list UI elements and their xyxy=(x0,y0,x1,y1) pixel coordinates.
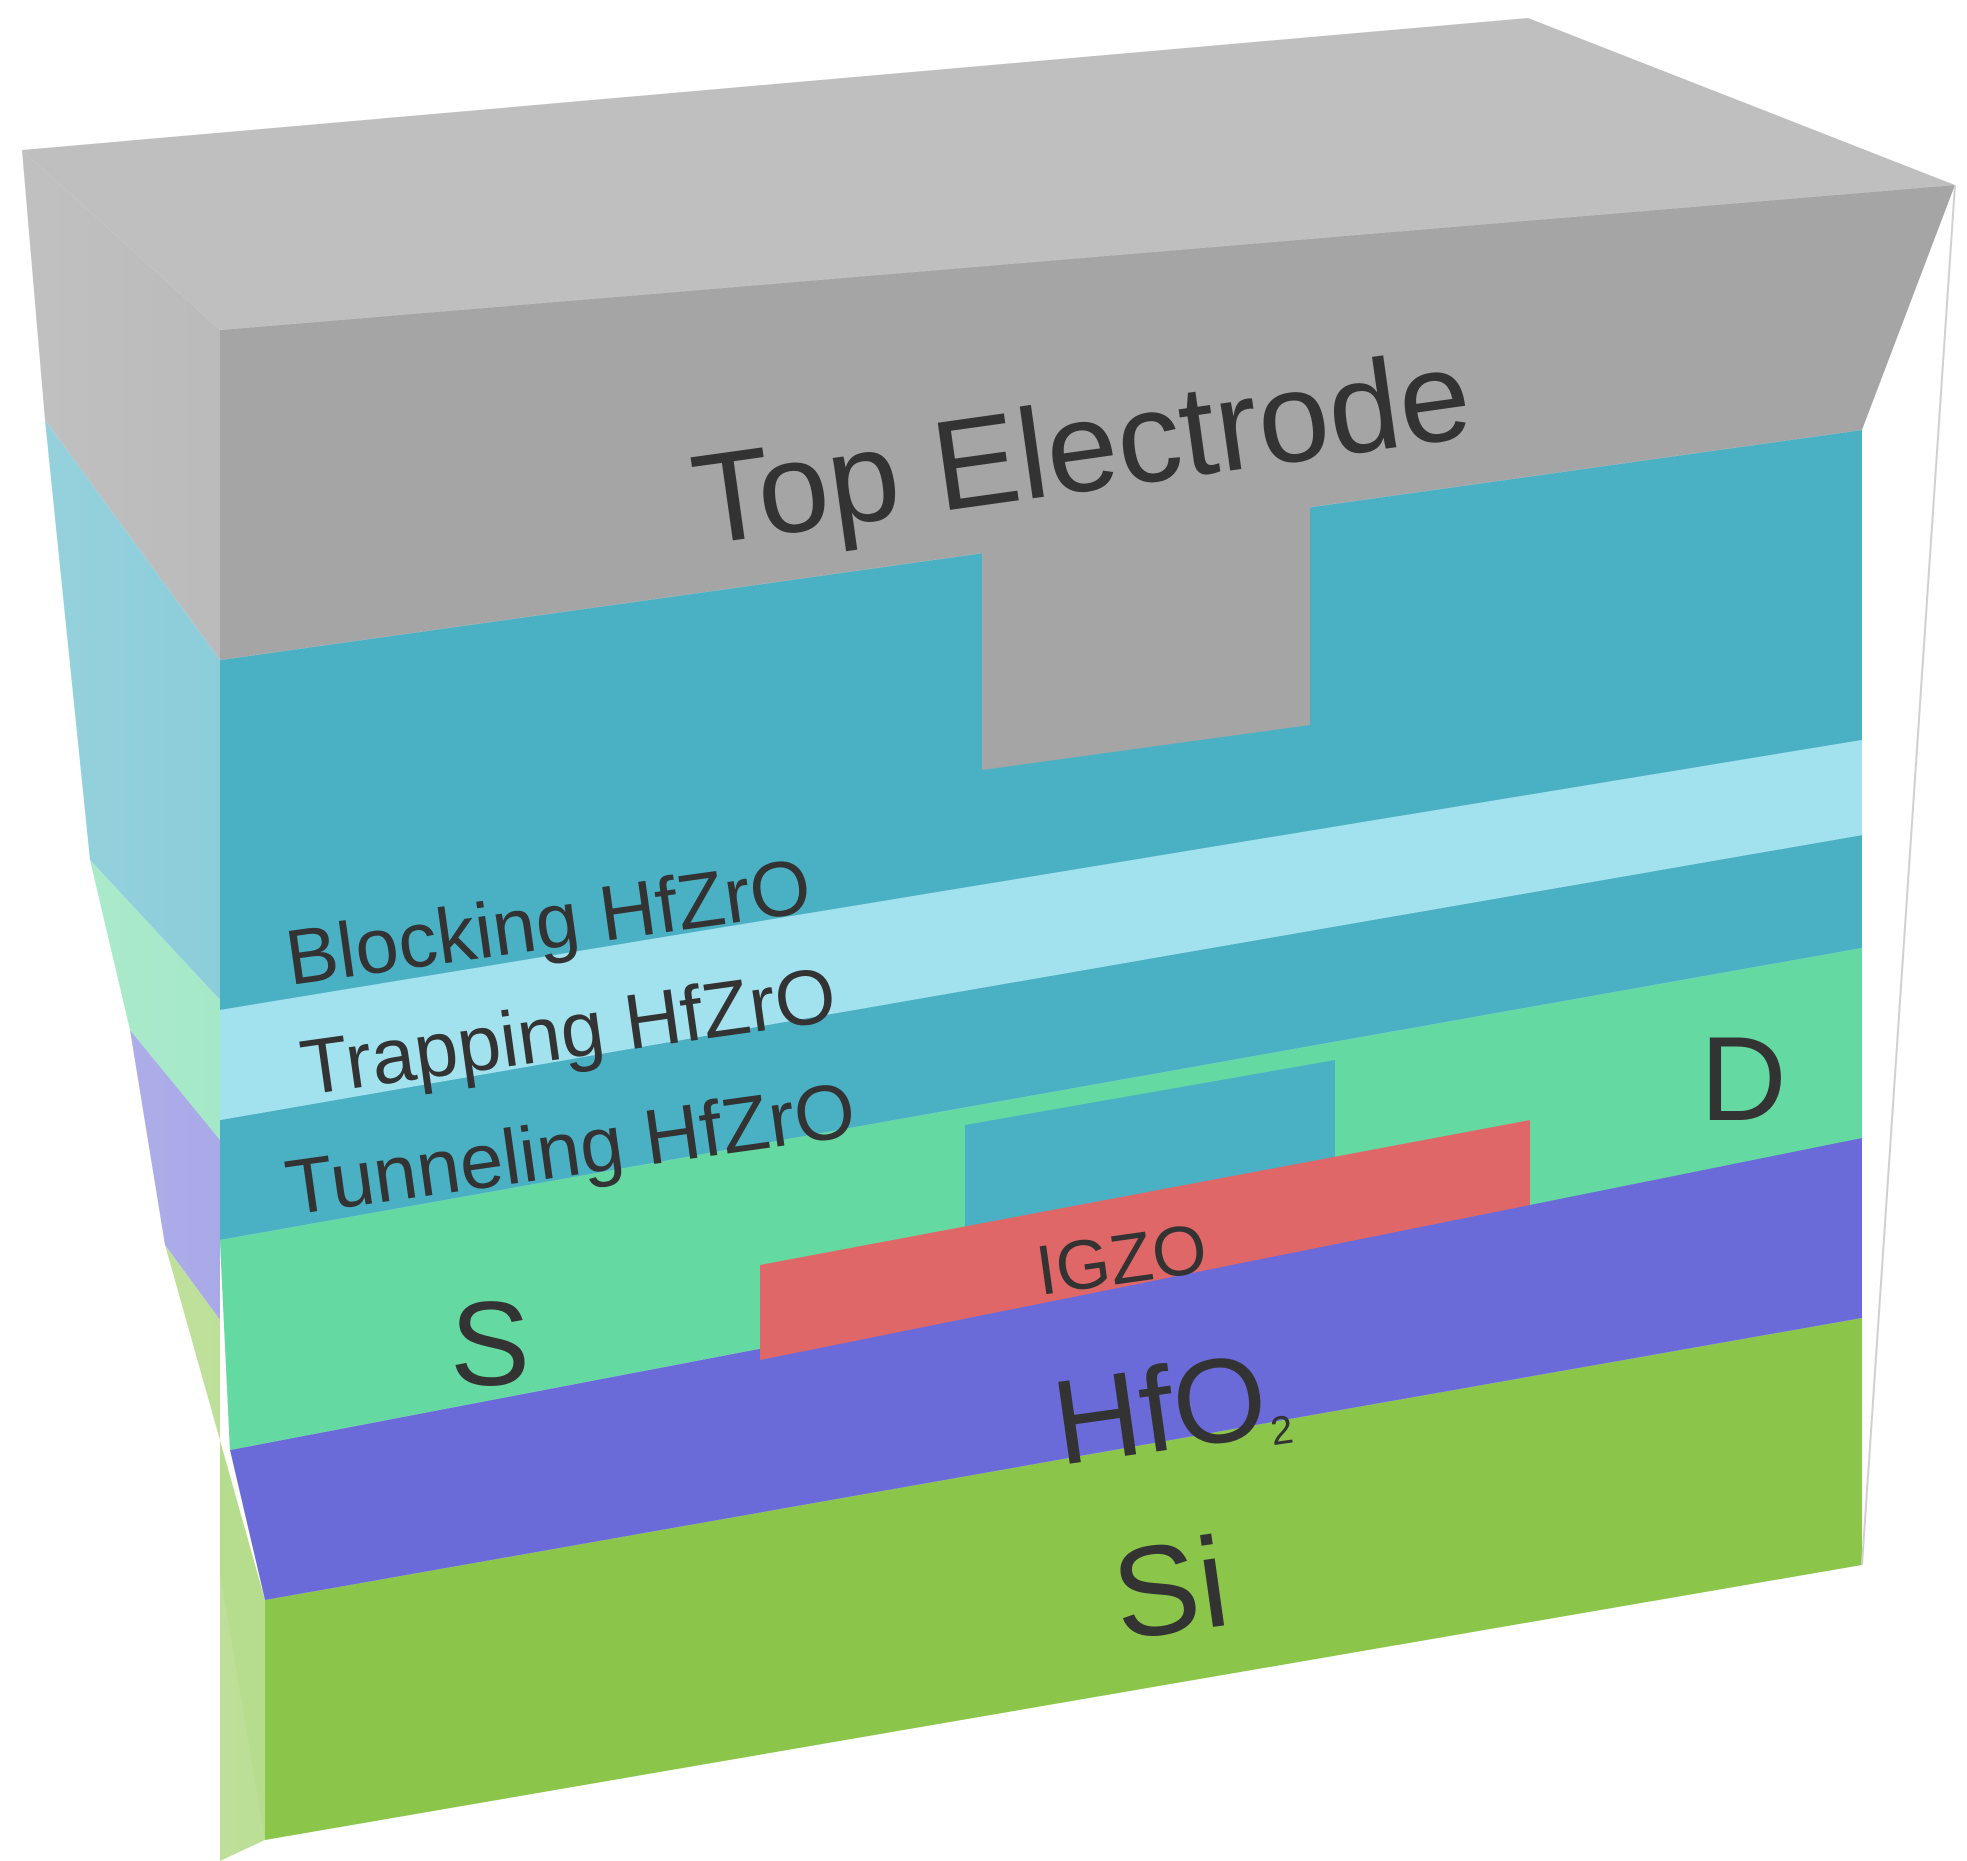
side-shade xyxy=(22,150,265,1861)
tunneling-layer xyxy=(220,835,1862,1240)
gate-protrusion xyxy=(982,500,1310,770)
source-label: S xyxy=(450,1277,530,1411)
left-side-face xyxy=(22,150,265,1861)
igzo-channel xyxy=(760,1120,1530,1360)
top-face xyxy=(22,18,1955,330)
top-electrode-layer xyxy=(220,185,1955,660)
source-pad xyxy=(220,1125,965,1450)
drain-pad xyxy=(1335,975,1862,1205)
si-layer xyxy=(265,1318,1862,1840)
trapping-layer xyxy=(220,740,1862,1120)
front-face xyxy=(220,184,1956,1840)
channel-cavity xyxy=(965,1060,1335,1245)
drain-label: D xyxy=(1700,1012,1787,1146)
si-label: Si xyxy=(1104,1510,1237,1667)
hfo2-label: HfO2 xyxy=(1045,1325,1297,1490)
right-edge xyxy=(1861,184,1956,1566)
hfo2-label-main: HfO xyxy=(1045,1328,1275,1490)
hfo2-layer xyxy=(230,1138,1862,1600)
